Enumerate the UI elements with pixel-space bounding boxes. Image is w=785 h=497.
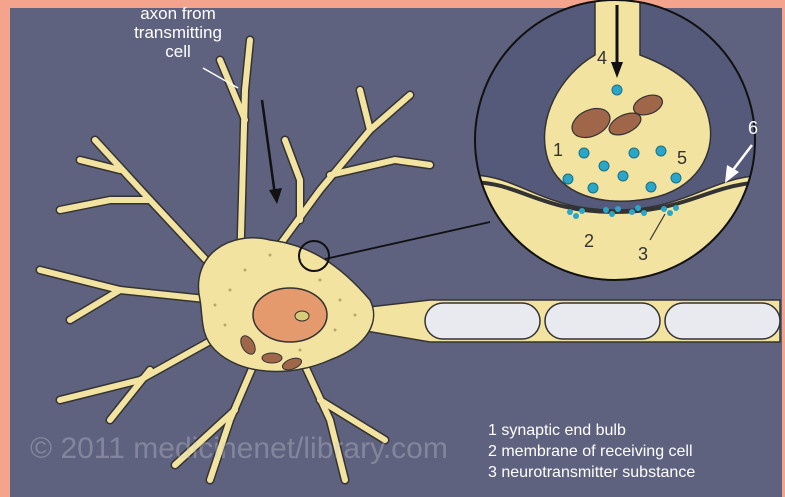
callout-2: 2 [584,231,594,252]
nucleolus [295,311,309,321]
callout-4: 4 [597,48,607,69]
myelin-sheath-2 [545,303,660,339]
axon-label: axon from transmitting cell [118,4,238,61]
legend: 1 synaptic end bulb 2 membrane of receiv… [488,420,695,483]
incoming-axon-arrow [262,100,275,195]
axon [360,300,780,342]
copyright-watermark: © 2011 medicinenet/library.com [30,432,448,466]
nucleus [253,288,327,342]
callout-6: 6 [748,118,758,139]
myelin-sheath-1 [425,303,540,339]
callout-3: 3 [638,244,648,265]
zoom-connector [325,222,490,259]
axon-label-line-2: transmitting [118,23,238,42]
legend-item-3: 3 neurotransmitter substance [488,462,695,483]
legend-item-2: 2 membrane of receiving cell [488,441,695,462]
legend-item-1: 1 synaptic end bulb [488,420,695,441]
synapse-magnified [470,0,770,290]
axon-label-line-1: axon from [118,4,238,23]
callout-1: 1 [553,140,563,161]
incoming-axon-arrowhead [269,188,282,204]
myelin-sheath-3 [665,303,780,339]
callout-5: 5 [677,148,687,169]
axon-label-line-3: cell [118,42,238,61]
